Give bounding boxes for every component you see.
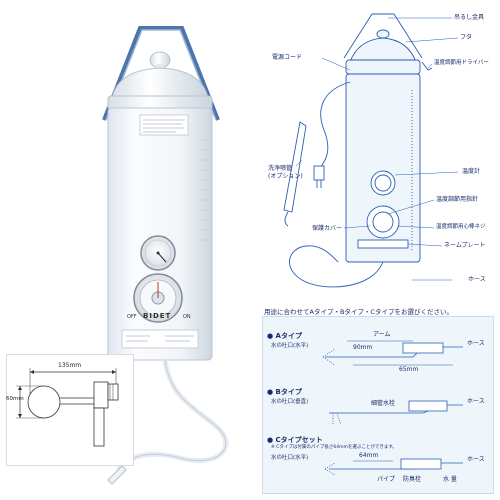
temperature-control-dial xyxy=(133,273,183,323)
type-c-note: ※ Cタイプは付属のパイプ長さ64mmを選ぶことができます。 xyxy=(271,445,397,450)
type-a-label-hose: ホース xyxy=(467,340,485,347)
label-adjust-screw: 温度調節用心棒ネジ xyxy=(436,224,486,230)
dimension-inset-svg xyxy=(6,354,134,466)
product-photo-svg xyxy=(102,26,229,485)
type-c-label-trap: 防臭栓 xyxy=(403,476,422,483)
type-a-label-65: 65mm xyxy=(399,366,419,373)
off-label: OFF xyxy=(127,314,137,320)
type-c-title: ● Cタイプセット xyxy=(267,436,323,444)
type-a-label-90: 90mm xyxy=(353,344,373,351)
type-b-sub: 水の吐口(垂直) xyxy=(271,399,309,405)
type-c-label-64: 64mm xyxy=(359,452,379,459)
dimension-height: 60mm xyxy=(6,396,24,402)
type-a-title: ● Aタイプ xyxy=(267,332,302,340)
type-a-label-arm: アーム xyxy=(373,331,391,338)
panel-drawings xyxy=(322,340,463,476)
label-temp-dial: 温度調節用指針 xyxy=(436,196,479,203)
label-cover: 保護カバー xyxy=(312,225,343,232)
label-nozzle: 洗浄噴管 (オプション) xyxy=(268,165,303,180)
dimension-inset: 135mm 60mm xyxy=(6,354,134,466)
type-b-label-faucet: 細管水栓 xyxy=(371,400,396,407)
product-photo: BIDET OFF ON xyxy=(102,26,229,485)
on-label: ON xyxy=(183,314,191,320)
dimension-width: 135mm xyxy=(58,362,82,369)
label-hose: ホース xyxy=(468,276,486,283)
label-cord: 電源コード xyxy=(272,54,303,61)
label-thermometer: 温度計 xyxy=(462,168,481,175)
device-brand: BIDET xyxy=(143,312,172,320)
type-c-label-pipe: パイプ xyxy=(377,476,396,483)
line-diagram-svg xyxy=(283,13,459,288)
panel-heading: 用途に合わせてAタイプ・Bタイプ・Cタイプをお選びください。 xyxy=(264,308,453,316)
type-b-title: ● Bタイプ xyxy=(267,388,302,396)
label-hanger: 吊るし金具 xyxy=(454,14,485,21)
line-diagram: 吊るし金具 フタ 電源コード 温度調節用ドライバー 洗浄噴管 (オプション) 温… xyxy=(262,0,500,300)
nozzle-types-panel: 用途に合わせてAタイプ・Bタイプ・Cタイプをお選びください。 xyxy=(262,306,494,494)
type-a-sub: 水の吐口(水平) xyxy=(271,343,309,349)
hanger-bail xyxy=(102,26,220,121)
label-nameplate: ネームプレート xyxy=(444,242,486,249)
label-lid: フタ xyxy=(460,34,473,41)
type-c-label-hose: ホース xyxy=(467,456,485,463)
panel-box: ● Aタイプ 水の吐口(水平) アーム 90mm 65mm ホース ● Bタイプ… xyxy=(262,316,494,494)
type-c-sub: 水の吐口(水平) xyxy=(271,455,309,461)
thermometer-dial xyxy=(140,235,176,271)
type-c-label-water: 水 量 xyxy=(443,476,457,483)
type-b-label-hose: ホース xyxy=(467,398,485,405)
label-driver: 温度調節用ドライバー xyxy=(434,60,489,66)
